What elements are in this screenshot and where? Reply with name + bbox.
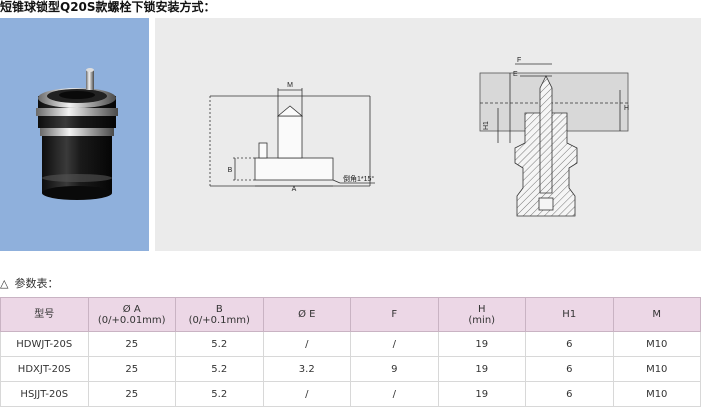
table-row: HDWJT-20S 25 5.2 / / 19 6 M10 <box>0 331 701 357</box>
cell: 3.2 <box>262 356 351 382</box>
cell: HDXJT-20S <box>0 356 89 382</box>
col-h1: H1 <box>525 297 614 332</box>
table-row: HDXJT-20S 25 5.2 3.2 9 19 6 M10 <box>0 356 701 382</box>
cell: HSJJT-20S <box>0 381 89 407</box>
cell: 25 <box>87 356 176 382</box>
cell: 6 <box>525 356 614 382</box>
cell: M10 <box>612 381 701 407</box>
cell: M10 <box>612 331 701 357</box>
cell: 6 <box>525 381 614 407</box>
cell: 5.2 <box>175 331 264 357</box>
product-photo <box>0 18 149 251</box>
col-h: H(min) <box>437 297 526 332</box>
cell: 25 <box>87 381 176 407</box>
col-model: 型号 <box>0 297 89 332</box>
dim-h-label: H <box>624 105 629 112</box>
cell: 5.2 <box>175 356 264 382</box>
cell: HDWJT-20S <box>0 331 89 357</box>
cell: / <box>262 381 351 407</box>
chamfer-label: 倒角1*15° <box>343 174 374 183</box>
cell: M10 <box>612 356 701 382</box>
cell: 25 <box>87 331 176 357</box>
cell: / <box>350 331 439 357</box>
cell: 19 <box>437 381 526 407</box>
params-heading: △ 参数表： <box>0 276 58 292</box>
col-a: Ø A(0/+0.01mm) <box>87 297 176 332</box>
left-drawing <box>209 88 375 187</box>
dim-e-label: E <box>513 71 518 78</box>
params-heading-label: 参数表： <box>14 277 59 290</box>
col-b: B(0/+0.1mm) <box>175 297 264 332</box>
cell: / <box>262 331 351 357</box>
col-f: F <box>350 297 439 332</box>
cell: 19 <box>437 331 526 357</box>
cell: 6 <box>525 331 614 357</box>
col-e: Ø E <box>262 297 351 332</box>
dim-m-label: M <box>287 82 293 89</box>
table-row: HSJJT-20S 25 5.2 / / 19 6 M10 <box>0 381 701 407</box>
right-drawing <box>479 63 629 217</box>
params-table: 型号 Ø A(0/+0.01mm) B(0/+0.1mm) Ø E F H(mi… <box>0 297 701 407</box>
cell: 19 <box>437 356 526 382</box>
installation-drawing: M A B 倒角1*15° F E H H1 <box>155 18 701 251</box>
cell: / <box>350 381 439 407</box>
cell: 9 <box>350 356 439 382</box>
technical-drawing-icon: M A B 倒角1*15° F E H H1 <box>209 57 629 217</box>
dim-b-label: B <box>228 167 233 174</box>
ball-lock-cylinder-photo-icon <box>36 68 118 200</box>
dim-h1-label: H1 <box>483 121 490 130</box>
dim-f-label: F <box>517 57 521 64</box>
cell: 5.2 <box>175 381 264 407</box>
triangle-icon: △ <box>0 277 9 290</box>
col-m: M <box>612 297 701 332</box>
page-title: 短锥球锁型Q20S款螺栓下锁安装方式： <box>0 0 216 14</box>
dim-a-label: A <box>292 186 297 193</box>
table-header-row: 型号 Ø A(0/+0.01mm) B(0/+0.1mm) Ø E F H(mi… <box>0 297 701 332</box>
